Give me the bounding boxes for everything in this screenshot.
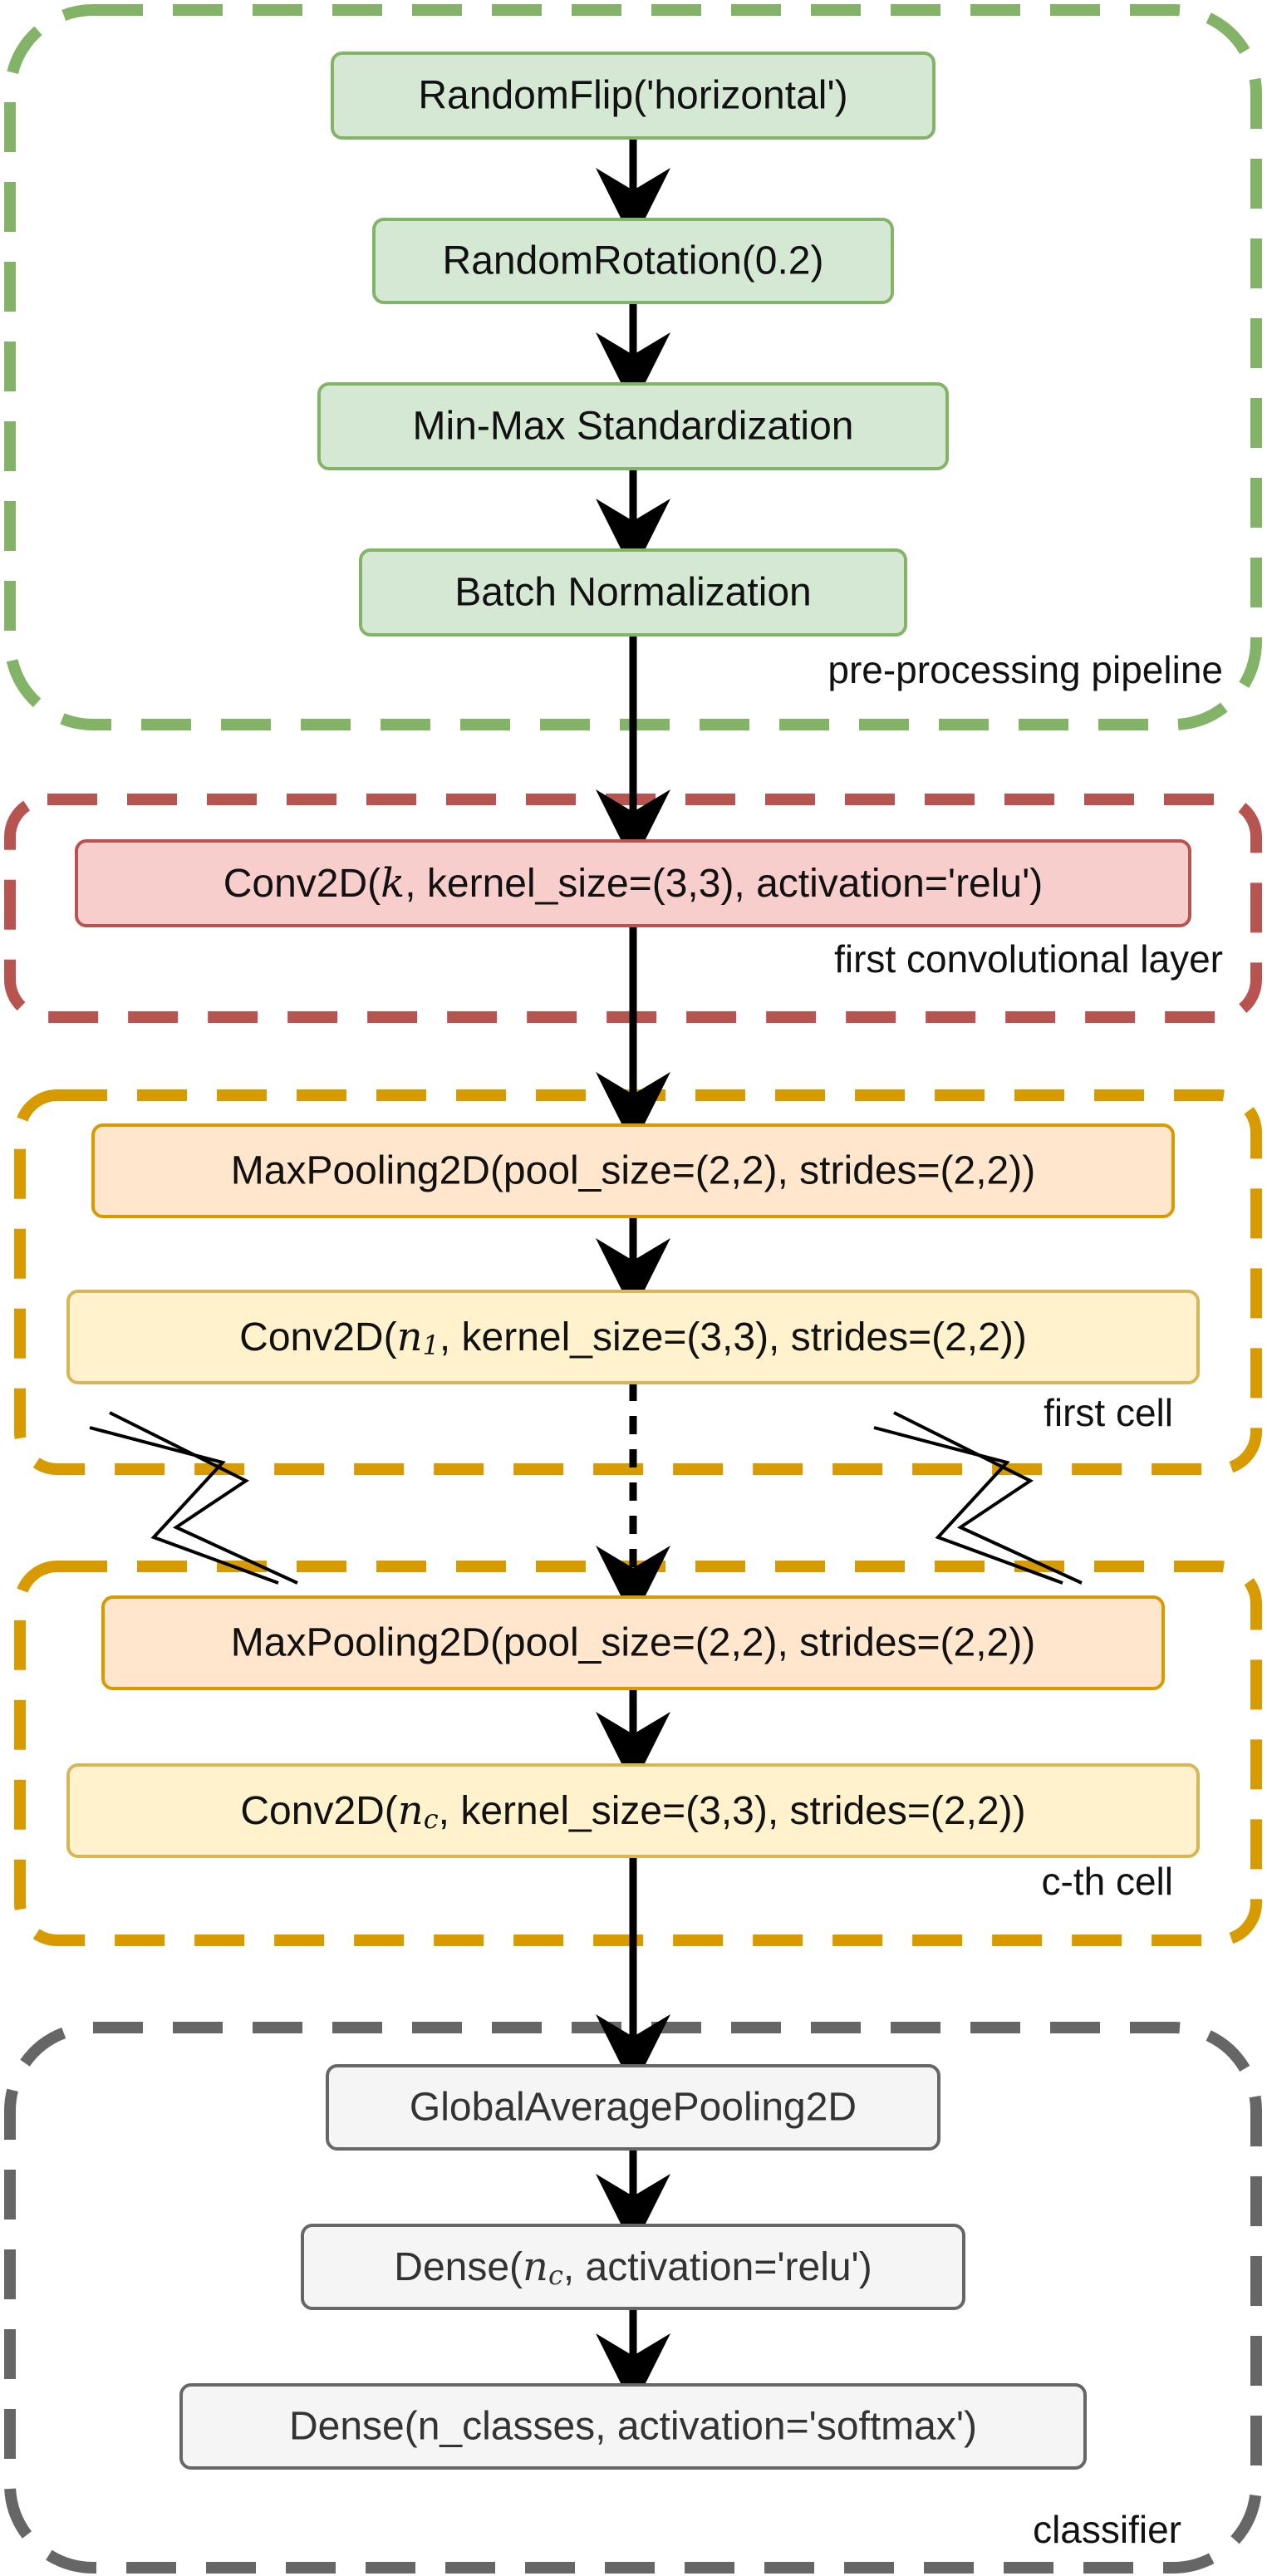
cth-cell-pool-label: MaxPooling2D(pool_size=(2,2), strides=(2…: [231, 1621, 1035, 1665]
minmax-standardization-node: Min-Max Standardization: [317, 382, 949, 470]
random-rotation-label: RandomRotation(0.2): [443, 239, 824, 283]
right-break-symbol: [873, 1411, 1083, 1585]
random-flip-label: RandomFlip('horizontal'): [418, 74, 847, 118]
first-conv-group-label: first convolutional layer: [834, 937, 1223, 981]
cth-cell-conv-node: Conv2D(nc, kernel_size=(3,3), strides=(2…: [66, 1763, 1200, 1858]
dense-relu-label: Dense(nc, activation='relu'): [394, 2244, 872, 2291]
first-cell-conv-label: Conv2D(n1, kernel_size=(3,3), strides=(2…: [239, 1314, 1027, 1361]
batch-normalization-node: Batch Normalization: [359, 548, 907, 637]
random-flip-node: RandomFlip('horizontal'): [331, 52, 936, 140]
classifier-group-label: classifier: [1033, 2508, 1181, 2551]
classifier-group-frame: [4, 2022, 1262, 2574]
minmax-standardization-label: Min-Max Standardization: [413, 405, 854, 449]
batch-normalization-label: Batch Normalization: [454, 571, 812, 615]
first-cell-pool-node: MaxPooling2D(pool_size=(2,2), strides=(2…: [91, 1123, 1175, 1218]
left-break-symbol: [89, 1411, 298, 1585]
global-average-pooling-label: GlobalAveragePooling2D: [410, 2086, 857, 2130]
first-conv-node: Conv2D(k, kernel_size=(3,3), activation=…: [75, 839, 1191, 927]
first-conv-label: Conv2D(k, kernel_size=(3,3), activation=…: [223, 860, 1044, 907]
first-cell-conv-node: Conv2D(n1, kernel_size=(3,3), strides=(2…: [66, 1290, 1200, 1384]
cth-cell-pool-node: MaxPooling2D(pool_size=(2,2), strides=(2…: [101, 1595, 1165, 1690]
dense-relu-node: Dense(nc, activation='relu'): [301, 2224, 965, 2310]
dense-softmax-node: Dense(n_classes, activation='softmax'): [179, 2383, 1087, 2470]
dense-softmax-label: Dense(n_classes, activation='softmax'): [289, 2405, 977, 2449]
cth-cell-conv-label: Conv2D(nc, kernel_size=(3,3), strides=(2…: [240, 1787, 1025, 1835]
first-cell-pool-label: MaxPooling2D(pool_size=(2,2), strides=(2…: [231, 1149, 1035, 1193]
preprocessing-group-label: pre-processing pipeline: [827, 648, 1223, 691]
cth-cell-group-label: c-th cell: [1042, 1860, 1173, 1903]
global-average-pooling-node: GlobalAveragePooling2D: [326, 2064, 940, 2151]
first-cell-group-label: first cell: [1044, 1391, 1173, 1434]
random-rotation-node: RandomRotation(0.2): [372, 218, 894, 304]
